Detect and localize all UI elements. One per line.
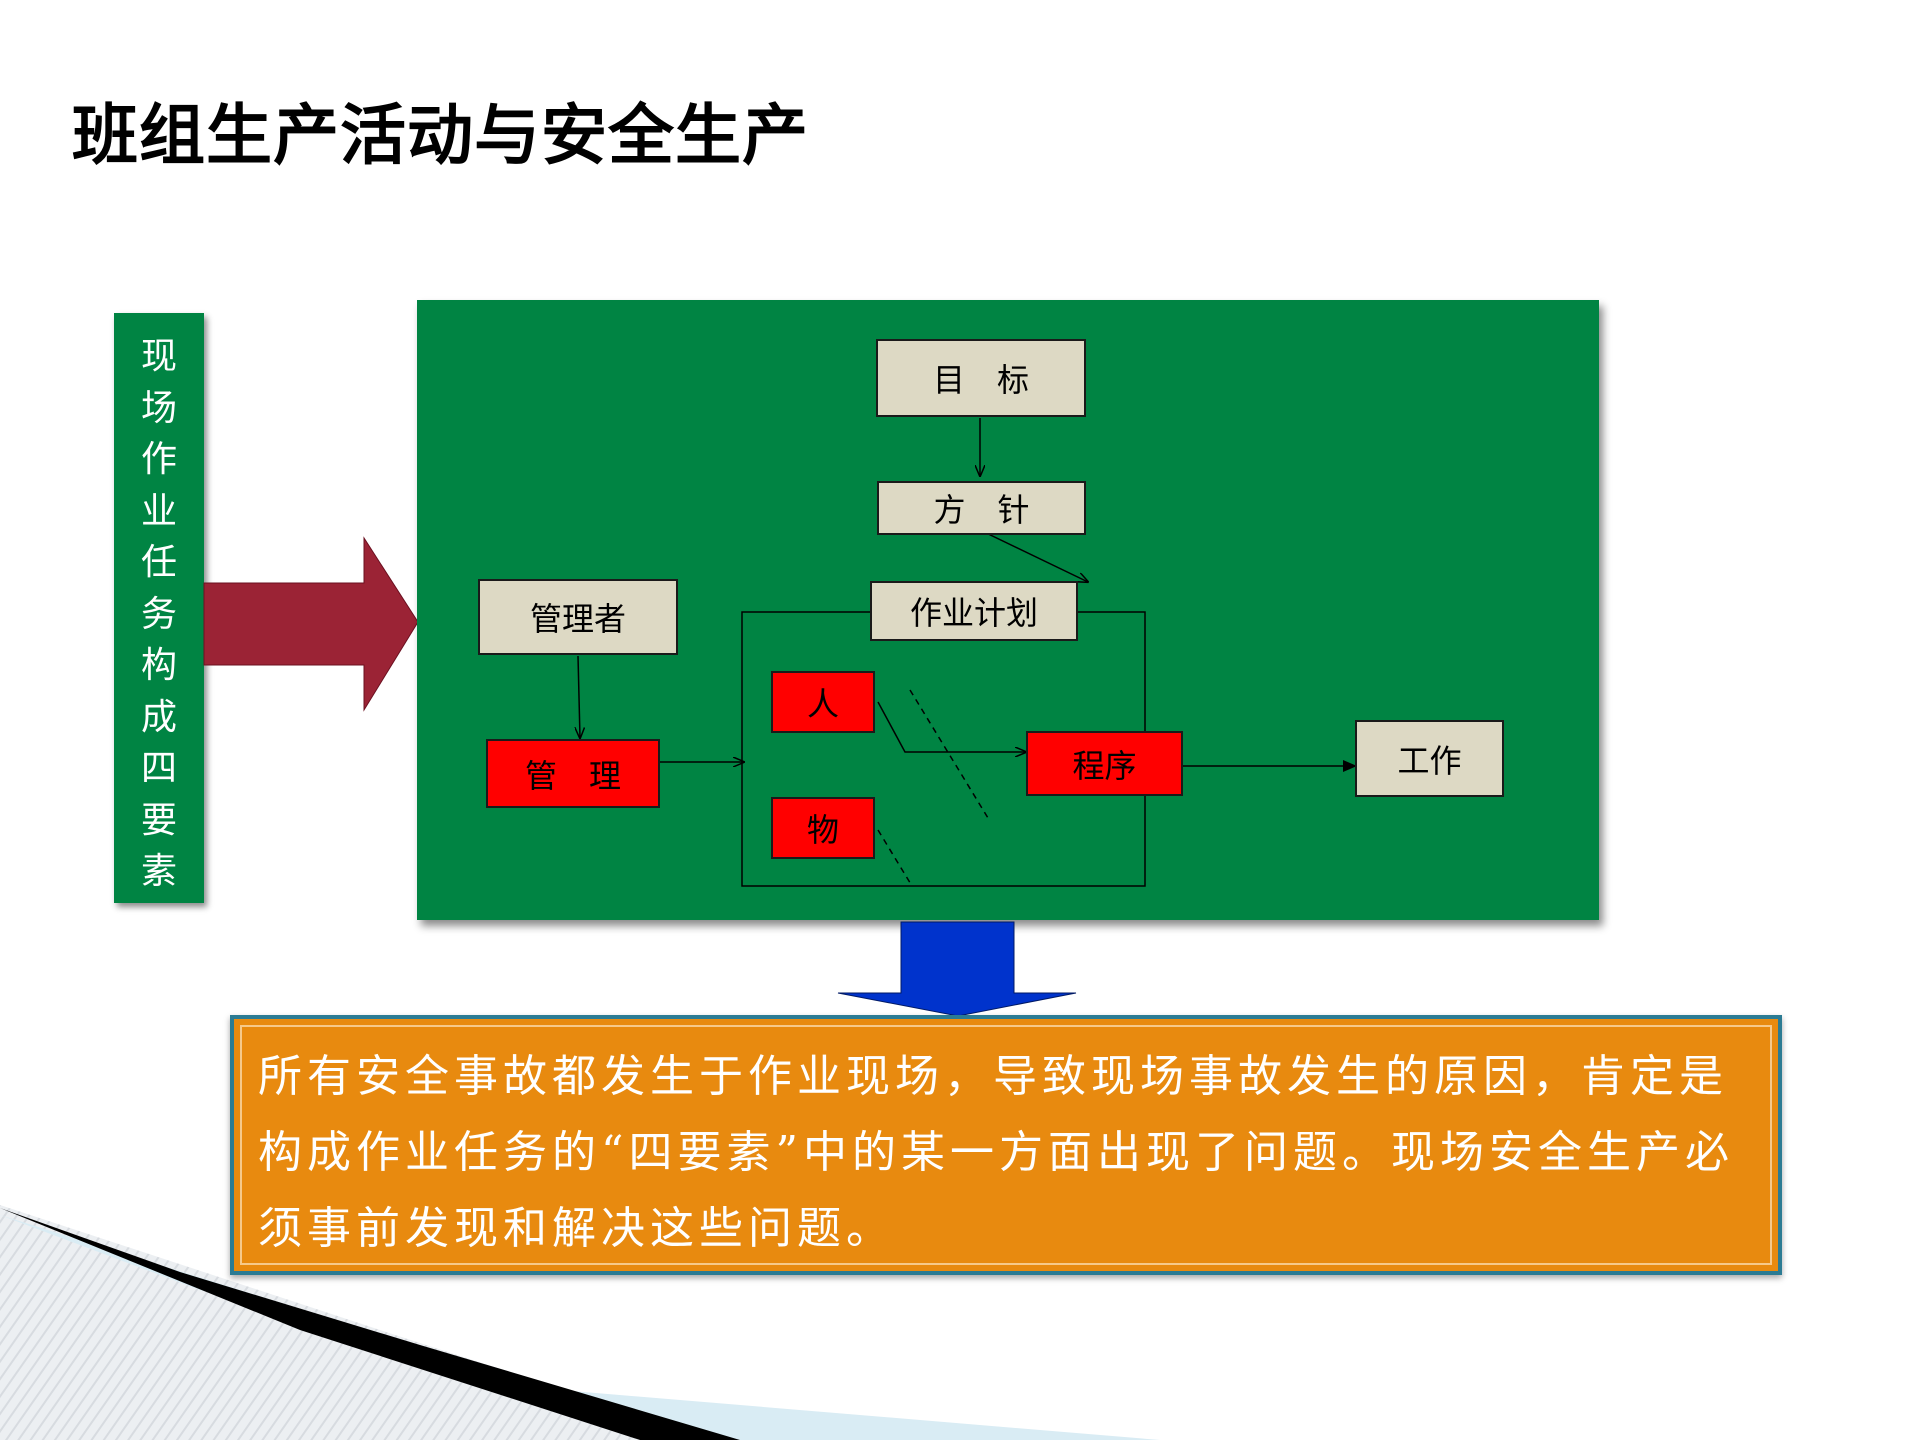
side-char: 任 [140, 542, 177, 583]
manager-box: 管理者 [478, 579, 678, 655]
side-char: 成 [140, 696, 177, 738]
side-char: 场 [140, 387, 177, 429]
side-char: 要 [140, 799, 177, 841]
side-char: 务 [140, 593, 177, 635]
target-box: 目 标 [876, 339, 1086, 417]
side-char: 业 [140, 490, 177, 532]
side-label-box: 现 场 作 业 任 务 构 成 四 要 素 [114, 313, 204, 903]
side-char: 素 [140, 851, 177, 892]
side-char: 四 [140, 748, 177, 789]
side-char: 作 [140, 439, 177, 480]
page-title: 班组生产活动与安全生产 [72, 97, 809, 174]
callout-inner-border [240, 1025, 1772, 1265]
side-char: 现 [140, 336, 177, 377]
conclusion-callout: 所有安全事故都发生于作业现场，导致现场事故发生的原因，肯定是构成作业任务的“四要… [230, 1015, 1782, 1275]
callout-text: 所有安全事故都发生于作业现场，导致现场事故发生的原因，肯定是构成作业任务的“四要… [258, 1051, 1734, 1254]
material-box: 物 [771, 797, 875, 859]
person-box: 人 [771, 671, 875, 733]
policy-box: 方 针 [877, 481, 1086, 535]
side-char: 构 [140, 645, 177, 686]
work-box: 工作 [1355, 720, 1504, 797]
management-box: 管 理 [486, 739, 660, 808]
side-label-text: 现 场 作 业 任 务 构 成 四 要 素 [114, 331, 204, 898]
procedure-box: 程序 [1026, 731, 1183, 796]
work-plan-box: 作业计划 [870, 581, 1078, 641]
